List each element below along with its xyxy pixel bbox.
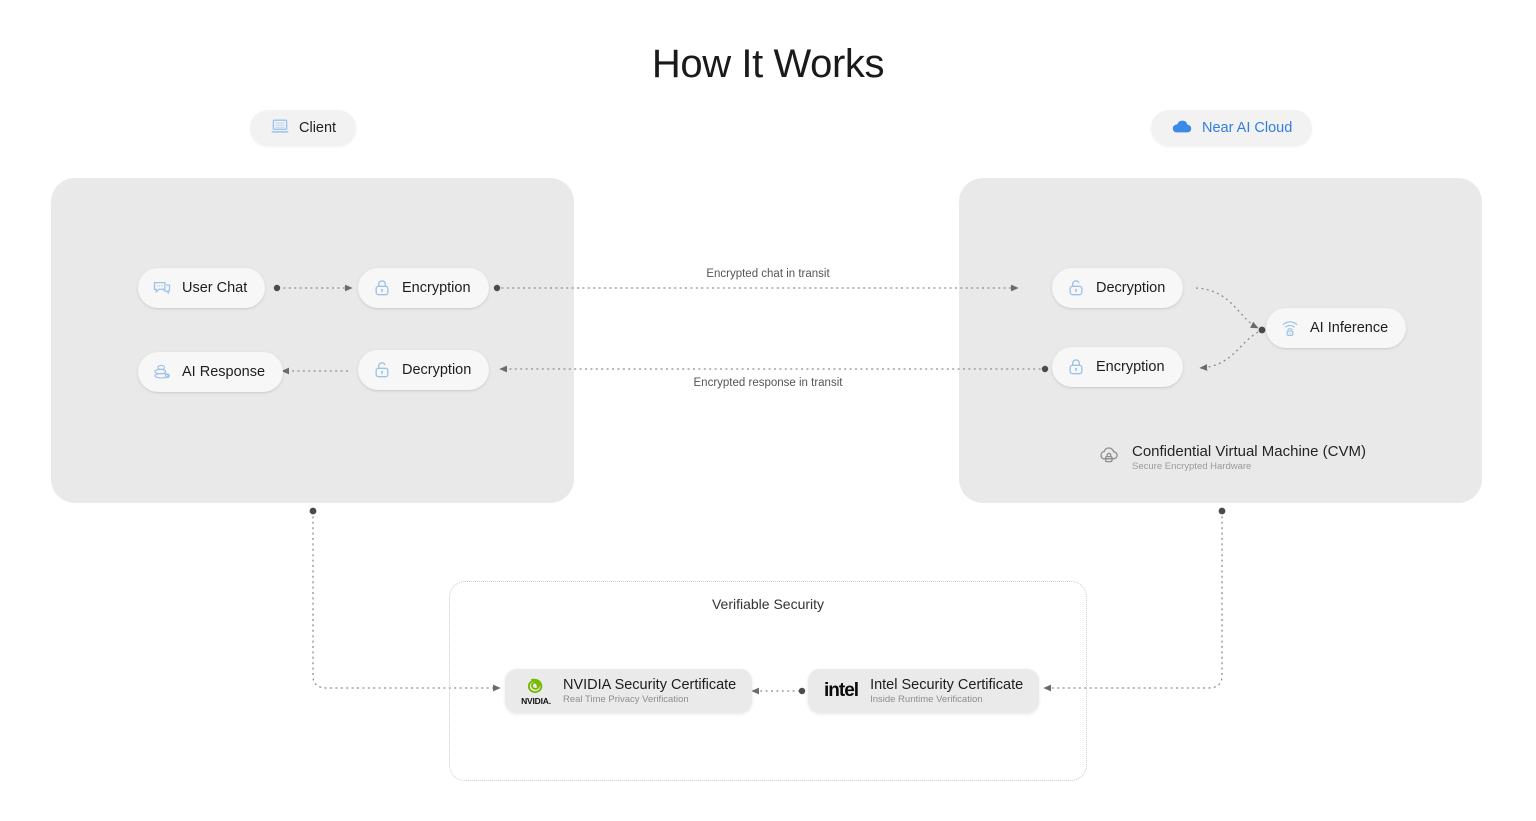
node-ai-response[interactable]: AI Response [138, 352, 284, 392]
certificate-nvidia-title: NVIDIA Security Certificate [563, 677, 737, 693]
node-ai-inference[interactable]: AI Inference [1266, 308, 1407, 348]
lock-closed-icon [1066, 357, 1086, 377]
node-ai-inference-label: AI Inference [1310, 320, 1389, 336]
node-ai-response-label: AI Response [182, 364, 266, 380]
node-user-chat-label: User Chat [182, 280, 248, 296]
lock-open-icon [372, 360, 392, 380]
client-panel [51, 178, 574, 503]
chat-bubble-icon [152, 278, 172, 298]
lock-open-icon [1066, 278, 1086, 298]
nvidia-logo: NVIDIA. [521, 677, 551, 706]
node-client-encryption[interactable]: Encryption [358, 268, 489, 308]
cvm-title: Confidential Virtual Machine (CVM) [1132, 443, 1366, 460]
certificate-intel-subtitle: Inside Runtime Verification [870, 694, 983, 705]
cvm-info: Confidential Virtual Machine (CVM) Secur… [1096, 443, 1366, 472]
node-client-decryption-label: Decryption [402, 362, 472, 378]
node-client-decryption[interactable]: Decryption [358, 350, 490, 390]
certificate-intel-title: Intel Security Certificate [870, 677, 1024, 693]
badge-cloud-label: Near AI Cloud [1202, 120, 1293, 136]
certificate-card-nvidia[interactable]: NVIDIA. NVIDIA Security Certificate Real… [505, 669, 753, 713]
verifiable-security-box [449, 581, 1087, 781]
node-cloud-encryption-label: Encryption [1096, 359, 1165, 375]
verifiable-security-title: Verifiable Security [711, 596, 825, 612]
node-cloud-encryption[interactable]: Encryption [1052, 347, 1183, 387]
cvm-subtitle: Secure Encrypted Hardware [1132, 461, 1252, 472]
badge-near-ai-cloud[interactable]: Near AI Cloud [1151, 110, 1313, 146]
nvidia-wordmark: NVIDIA. [521, 695, 551, 706]
lock-closed-icon [372, 278, 392, 298]
node-user-chat[interactable]: User Chat [138, 268, 266, 308]
node-client-encryption-label: Encryption [402, 280, 471, 296]
cloud-lock-icon [1096, 443, 1122, 472]
transit-label-chat: Encrypted chat in transit [706, 268, 830, 280]
badge-client-label: Client [299, 120, 337, 136]
badge-client[interactable]: Client [250, 110, 357, 146]
node-cloud-decryption-label: Decryption [1096, 280, 1166, 296]
cloud-icon [1171, 116, 1193, 140]
laptop-icon [270, 116, 290, 140]
certificate-nvidia-subtitle: Real Time Privacy Verification [563, 694, 689, 705]
page-title: How It Works [651, 42, 885, 86]
intel-logo: intel [824, 680, 859, 701]
wifi-lock-icon [1280, 318, 1300, 338]
node-cloud-decryption[interactable]: Decryption [1052, 268, 1184, 308]
certificate-card-intel[interactable]: intel Intel Security Certificate Inside … [808, 669, 1040, 713]
transit-label-response: Encrypted response in transit [693, 377, 843, 389]
ai-response-stack-icon [152, 362, 172, 382]
